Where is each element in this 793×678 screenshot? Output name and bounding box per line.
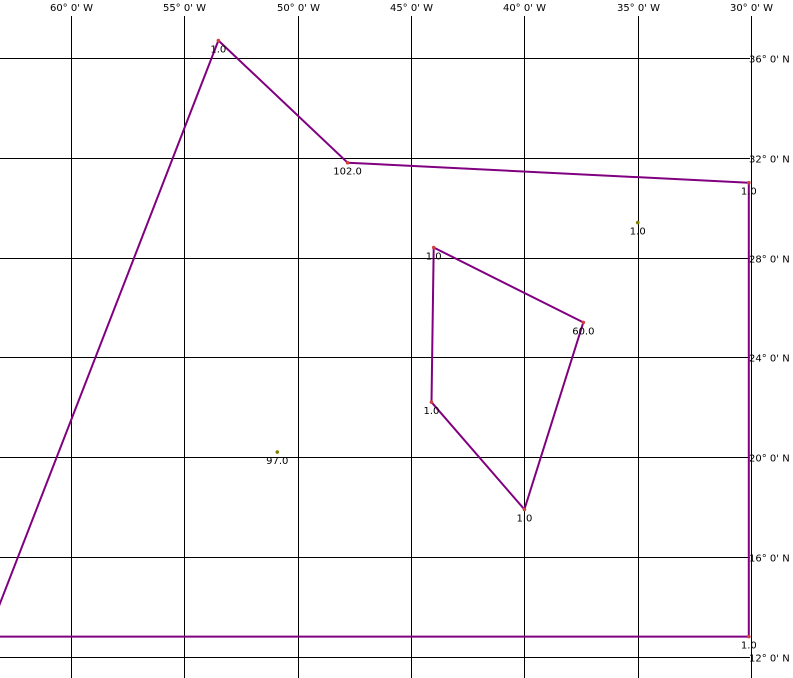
- longitude-label: 30° 0' W: [730, 3, 773, 14]
- longitude-label: 45° 0' W: [390, 3, 433, 14]
- longitude-label: 40° 0' W: [503, 3, 546, 14]
- latitude-label: 32° 0' N: [749, 155, 790, 166]
- vertex-label: 60.0: [572, 326, 594, 337]
- point-label: 97.0: [266, 456, 288, 467]
- point-marker[interactable]: [275, 450, 280, 454]
- longitude-label: 60° 0' W: [50, 3, 93, 14]
- polygon-layer: 1.0 102.0 1.0 1.0 1.0 1.0 60.0 1.0 1.0: [0, 38, 757, 652]
- vertex-marker[interactable]: [345, 160, 350, 165]
- graticule: 60° 0' W 55° 0' W 50° 0' W 45° 0' W 40° 0' W…: [0, 3, 790, 678]
- vertex-label: 102.0: [333, 167, 362, 178]
- outer-polygon[interactable]: [0, 39, 750, 638]
- vertex-marker[interactable]: [431, 245, 436, 250]
- latitude-label: 20° 0' N: [749, 454, 790, 465]
- latitude-label: 36° 0' N: [749, 55, 790, 66]
- latitude-label: 28° 0' N: [749, 255, 790, 266]
- vertex-label: 1.0: [210, 45, 226, 56]
- inner-polygon[interactable]: [430, 246, 585, 511]
- vertex-label: 1.0: [426, 252, 442, 263]
- vertex-marker[interactable]: [581, 320, 586, 325]
- point-label: 1.0: [630, 227, 646, 238]
- vertex-label: 1.0: [516, 513, 532, 524]
- latitude-label: 16° 0' N: [749, 554, 790, 565]
- vertex-marker[interactable]: [522, 507, 527, 512]
- vertex-label: 1.0: [423, 406, 439, 417]
- longitude-label: 35° 0' W: [617, 3, 660, 14]
- latitude-label: 24° 0' N: [749, 354, 790, 365]
- point-layer: 1.0 97.0: [266, 220, 646, 467]
- vertex-marker[interactable]: [429, 400, 434, 404]
- vertex-label: 1.0: [741, 187, 757, 198]
- vertex-label: 1.0: [741, 641, 757, 652]
- point-marker[interactable]: [635, 220, 640, 225]
- longitude-label: 55° 0' W: [163, 3, 206, 14]
- longitude-label: 50° 0' W: [277, 3, 320, 14]
- vertex-marker[interactable]: [747, 180, 751, 185]
- vertex-marker[interactable]: [747, 634, 751, 639]
- vertex-marker[interactable]: [216, 38, 221, 43]
- latitude-label: 12° 0' N: [749, 654, 790, 665]
